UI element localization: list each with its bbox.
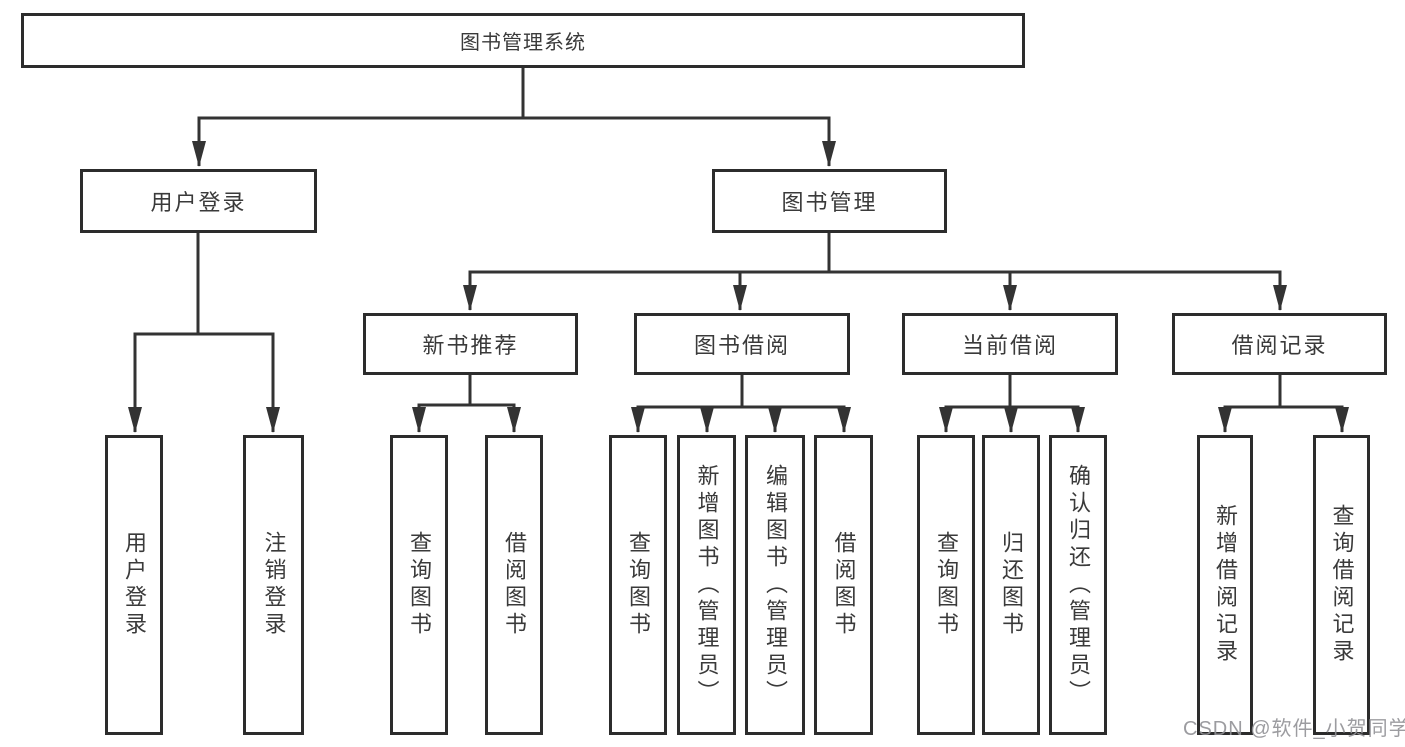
leaf-cb-confirm-return-admin: 确认归还（管理员） [1049, 435, 1107, 735]
leaf-cb-return-books: 归还图书 [982, 435, 1040, 735]
csdn-watermark: CSDN @软件_小贺同学 [1183, 718, 1405, 740]
node-user-login: 用户登录 [80, 169, 317, 233]
leaf-br-add-record: 新增借阅记录 [1197, 435, 1253, 735]
node-borrowing-records: 借阅记录 [1172, 313, 1387, 375]
leaf-bb-edit-books-admin: 编辑图书（管理员） [745, 435, 805, 735]
leaf-bb-borrow-books: 借阅图书 [814, 435, 873, 735]
node-root-system: 图书管理系统 [21, 13, 1025, 68]
leaf-logout: 注销登录 [243, 435, 304, 735]
node-book-management: 图书管理 [712, 169, 947, 233]
leaf-user-login: 用户登录 [105, 435, 163, 735]
node-current-borrowing: 当前借阅 [902, 313, 1118, 375]
leaf-bb-add-books-admin: 新增图书（管理员） [677, 435, 736, 735]
node-new-book-recommend: 新书推荐 [363, 313, 578, 375]
leaf-nb-borrow-books: 借阅图书 [485, 435, 543, 735]
leaf-nb-query-books: 查询图书 [390, 435, 448, 735]
leaf-br-query-record: 查询借阅记录 [1313, 435, 1370, 735]
leaf-cb-query-books: 查询图书 [917, 435, 975, 735]
leaf-bb-query-books: 查询图书 [609, 435, 667, 735]
node-book-borrowing: 图书借阅 [634, 313, 850, 375]
